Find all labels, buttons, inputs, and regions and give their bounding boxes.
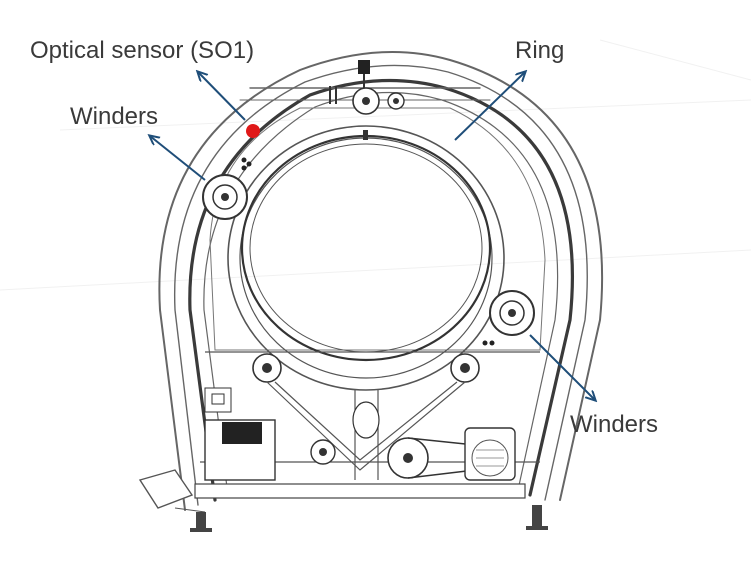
callout-arrows (150, 72, 595, 400)
top-tensioner (329, 60, 405, 115)
optical-sensor-dot (246, 124, 260, 138)
label-optical-sensor: Optical sensor (SO1) (30, 37, 254, 64)
motor-assembly (310, 427, 516, 481)
arrow-optical-sensor (198, 72, 246, 121)
machine-feet (190, 505, 548, 532)
label-winders-left: Winders (70, 103, 158, 130)
arrow-winders-right (529, 334, 595, 400)
left-winder (202, 157, 252, 220)
foot-pedal (138, 469, 206, 513)
arrow-ring (454, 72, 525, 141)
drive-frame (194, 351, 540, 499)
arrow-winders-left (150, 136, 206, 181)
label-ring: Ring (515, 37, 564, 64)
right-winder (482, 290, 535, 346)
label-winders-right: Winders (570, 411, 658, 438)
control-box (204, 387, 276, 481)
lower-pulleys (252, 353, 480, 383)
background-rays (0, 39, 751, 291)
main-ring (227, 125, 505, 391)
